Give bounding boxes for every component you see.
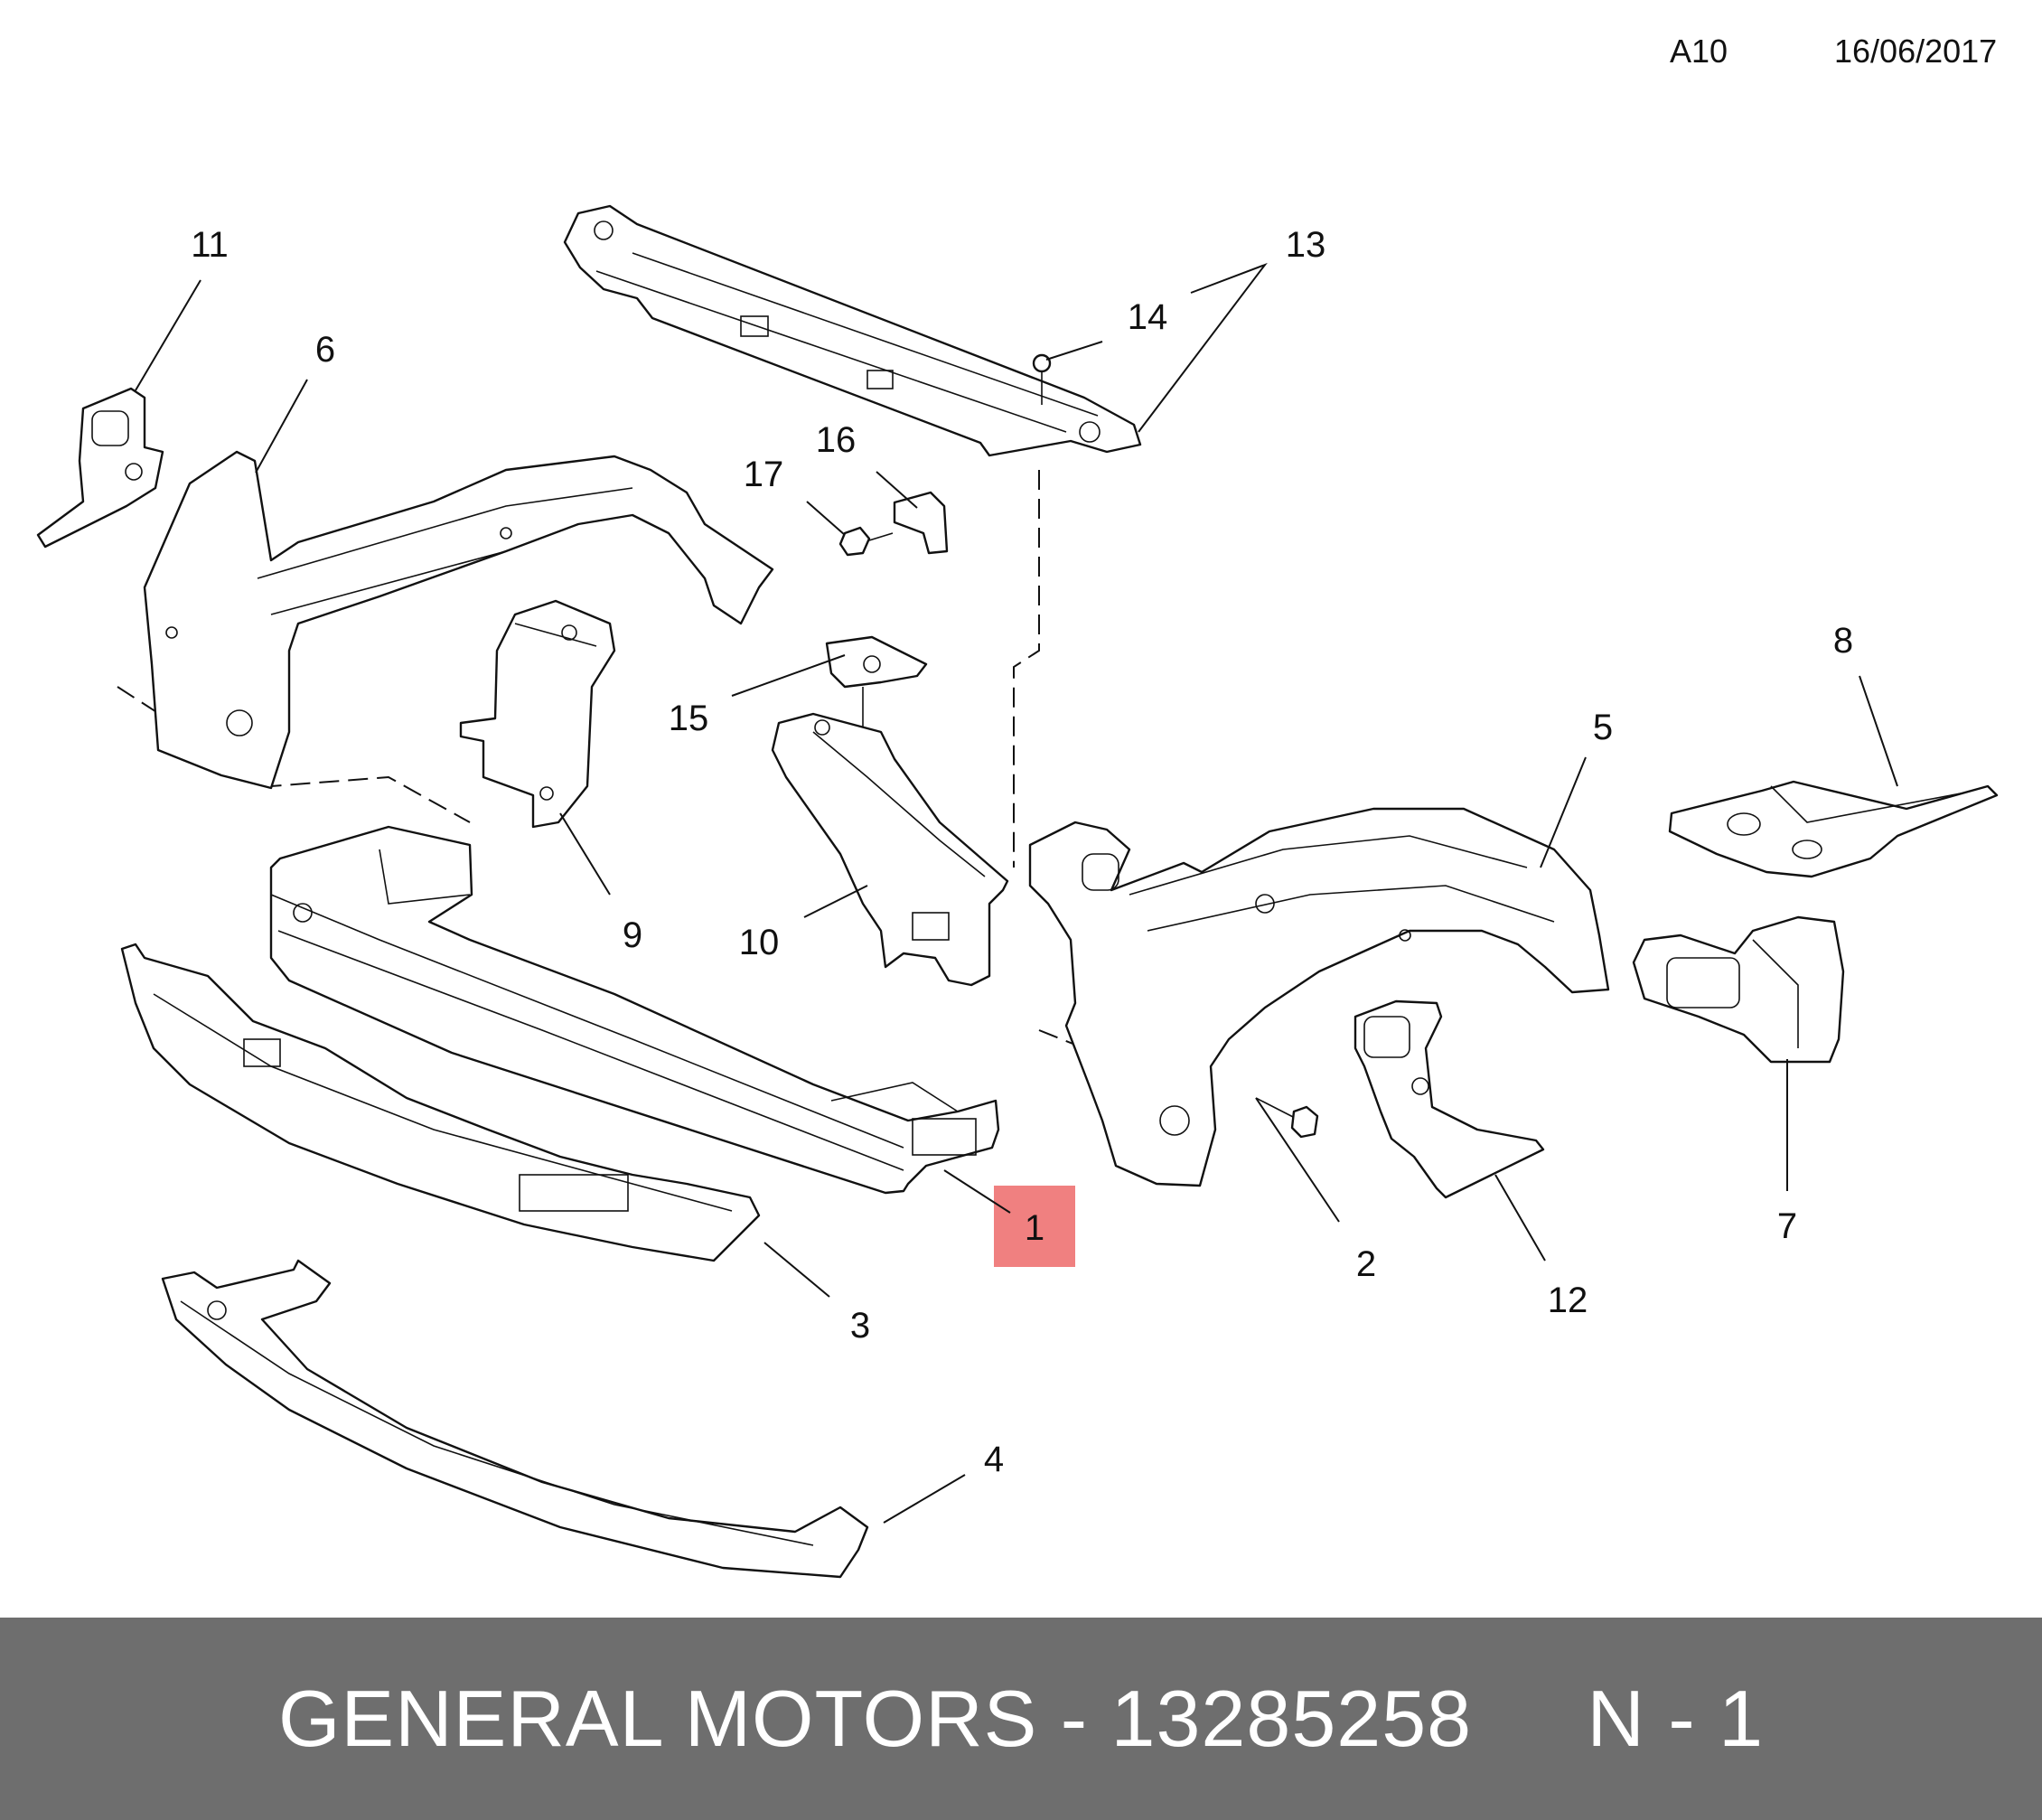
callout-1: 1 (1025, 1208, 1044, 1248)
part-12-bracket (1354, 999, 1545, 1199)
part-16-bracket (893, 491, 949, 555)
assembly-guide-line (1013, 470, 1040, 868)
callout-6: 6 (315, 330, 335, 370)
part-4-lower-deflector (161, 1259, 869, 1579)
part-3-energy-absorber (120, 943, 761, 1262)
callout-7: 7 (1777, 1206, 1797, 1246)
callout-11: 11 (191, 225, 229, 265)
callout-4: 4 (984, 1440, 1004, 1479)
callout-10: 10 (739, 923, 780, 962)
callout-2: 2 (1356, 1244, 1376, 1284)
part-13-upper-tie-bar (563, 204, 1142, 457)
diagram-code: A10 (1670, 33, 1728, 70)
part-8-plate (1668, 780, 1999, 878)
part-14-clip (1032, 353, 1052, 405)
part-2-bolt (1255, 1097, 1319, 1139)
part-7-bracket (1632, 915, 1845, 1064)
callout-15: 15 (669, 699, 709, 738)
part-11-bracket (36, 387, 164, 549)
diagram-date: 16/06/2017 (1834, 33, 1998, 70)
callout-3: 3 (850, 1306, 870, 1346)
callout-17: 17 (744, 455, 784, 494)
part-9-bracket (459, 599, 616, 829)
callout-13: 13 (1286, 225, 1326, 265)
callout-9: 9 (623, 915, 642, 955)
footer-title: GENERAL MOTORS - 13285258 N - 1 (277, 1674, 1765, 1763)
callout-14: 14 (1128, 297, 1168, 337)
callout-12: 12 (1548, 1281, 1588, 1320)
part-5-right-rail (1028, 807, 1610, 1187)
part-10-bracket (771, 712, 1009, 987)
footer-band: GENERAL MOTORS - 13285258 N - 1 (0, 1618, 2042, 1820)
exploded-parts-diagram: 1 2 3 4 5 6 7 8 9 10 11 12 13 14 15 16 1… (36, 204, 1999, 1579)
callout-5: 5 (1593, 708, 1613, 747)
callout-8: 8 (1833, 621, 1853, 661)
part-15-clip (825, 635, 928, 750)
part-6-left-rail (143, 450, 774, 790)
highlight-box (994, 1186, 1075, 1267)
callout-16: 16 (816, 420, 857, 460)
part-1-impact-bar (269, 825, 1000, 1195)
part-17-bolt (838, 526, 894, 557)
leader-lines (135, 262, 1898, 1524)
